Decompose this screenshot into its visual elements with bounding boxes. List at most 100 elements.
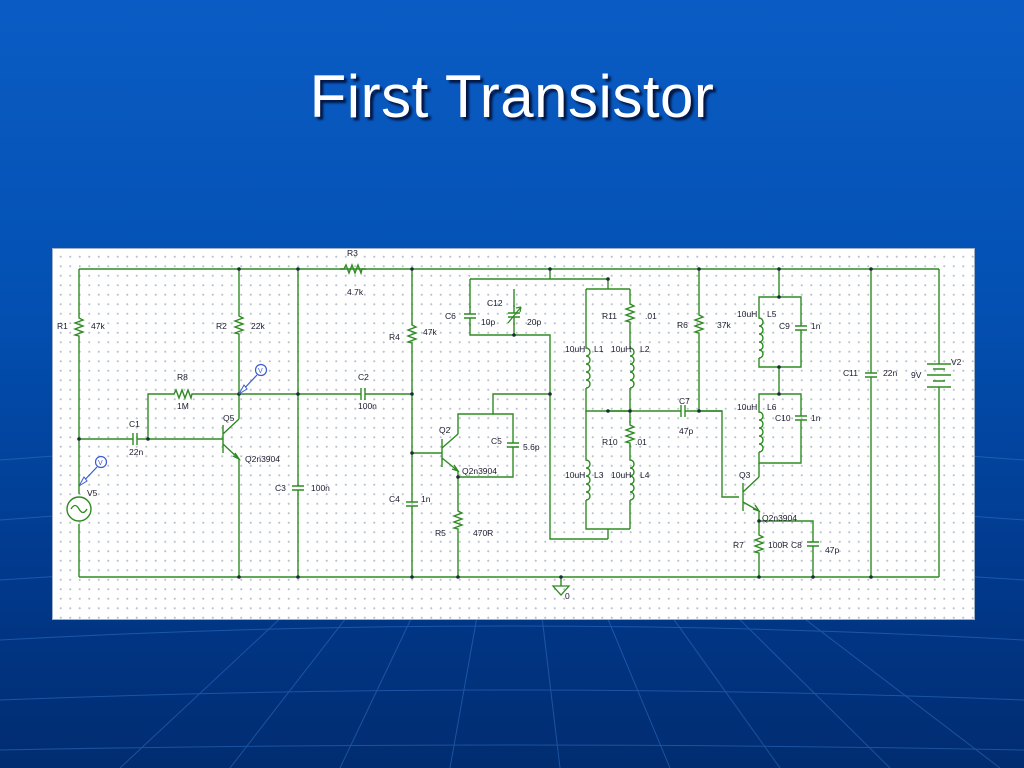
voltage-probe-collector: V bbox=[238, 363, 268, 395]
ground-symbol bbox=[551, 585, 571, 596]
label-l1: L1 bbox=[594, 344, 604, 354]
value-c5: 5.6p bbox=[523, 442, 540, 452]
label-q3: Q3 bbox=[739, 470, 751, 480]
probe-label: V bbox=[98, 460, 103, 467]
value-r6: 37k bbox=[717, 320, 731, 330]
probe-label: V bbox=[258, 368, 263, 375]
value-r4: 47k bbox=[423, 327, 437, 337]
resistor-r7 bbox=[754, 530, 764, 558]
value-l4: 10uH bbox=[611, 470, 631, 480]
label-r1: R1 bbox=[57, 321, 68, 331]
resistor-r3 bbox=[339, 264, 367, 274]
inductor-l1 bbox=[585, 343, 591, 389]
value-r11: .01 bbox=[645, 311, 657, 321]
value-c8: 47p bbox=[825, 545, 839, 555]
label-r6: R6 bbox=[677, 320, 688, 330]
voltage-probe-source: V bbox=[78, 455, 108, 487]
resistor-r1 bbox=[74, 313, 84, 341]
capacitor-c1 bbox=[124, 432, 146, 446]
ac-source-v5 bbox=[66, 496, 92, 522]
label-r5: R5 bbox=[435, 528, 446, 538]
label-l3: L3 bbox=[594, 470, 604, 480]
slide-title: First Transistor bbox=[309, 63, 715, 130]
capacitor-c9 bbox=[794, 317, 808, 339]
value-l1: 10uH bbox=[565, 344, 585, 354]
capacitor-c4 bbox=[405, 493, 419, 515]
battery-v2 bbox=[927, 363, 951, 388]
transistor-q2 bbox=[441, 433, 460, 473]
value-c9: 1n bbox=[811, 321, 821, 331]
transistor-q5 bbox=[222, 418, 242, 461]
label-ground: 0 bbox=[565, 591, 570, 601]
model-q2: Q2n3904 bbox=[462, 466, 497, 476]
value-c3: 100n bbox=[311, 483, 330, 493]
label-c7: C7 bbox=[679, 396, 690, 406]
wiring bbox=[78, 268, 940, 586]
capacitor-c7 bbox=[672, 404, 694, 418]
label-l4: L4 bbox=[640, 470, 650, 480]
inductor-l6 bbox=[758, 407, 764, 453]
label-c3: C3 bbox=[275, 483, 286, 493]
label-c8: C8 bbox=[791, 540, 802, 550]
value-r5: 470R bbox=[473, 528, 493, 538]
component-labels: R1 47k R2 22k R3 4.7k R4 47k R5 470R R6 … bbox=[57, 249, 962, 601]
label-l6: L6 bbox=[767, 402, 777, 412]
value-v2: 9V bbox=[911, 370, 922, 380]
label-v2: V2 bbox=[951, 357, 962, 367]
capacitor-c6 bbox=[463, 305, 477, 327]
value-c4: 1n bbox=[421, 494, 431, 504]
label-r3: R3 bbox=[347, 249, 358, 258]
label-c10: C10 bbox=[775, 413, 791, 423]
label-q5: Q5 bbox=[223, 413, 235, 423]
inductor-l5 bbox=[758, 313, 764, 359]
resistor-r5 bbox=[453, 506, 463, 534]
resistor-r6 bbox=[694, 310, 704, 338]
label-c4: C4 bbox=[389, 494, 400, 504]
label-v5: V5 bbox=[87, 488, 98, 498]
resistor-r10 bbox=[625, 420, 635, 448]
label-c1: C1 bbox=[129, 419, 140, 429]
capacitor-c11 bbox=[864, 364, 878, 386]
value-r10: .01 bbox=[635, 437, 647, 447]
variable-capacitor-c12 bbox=[507, 304, 522, 326]
inductor-l3 bbox=[585, 455, 591, 501]
label-c5: C5 bbox=[491, 436, 502, 446]
value-l2: 10uH bbox=[611, 344, 631, 354]
label-r10: R10 bbox=[602, 437, 618, 447]
value-r7: 100R bbox=[768, 540, 788, 550]
label-c11: C11 bbox=[843, 368, 858, 378]
resistor-r4 bbox=[407, 320, 417, 348]
value-l5: 10uH bbox=[737, 309, 757, 319]
value-r3: 4.7k bbox=[347, 287, 364, 297]
label-r11: R11 bbox=[602, 311, 617, 321]
label-r4: R4 bbox=[389, 332, 400, 342]
value-r2: 22k bbox=[251, 321, 265, 331]
value-c1: 22n bbox=[129, 447, 143, 457]
resistor-r2 bbox=[234, 311, 244, 339]
label-r2: R2 bbox=[216, 321, 227, 331]
capacitor-c5 bbox=[506, 434, 520, 456]
label-c6: C6 bbox=[445, 311, 456, 321]
label-r7: R7 bbox=[733, 540, 744, 550]
resistor-r8 bbox=[169, 389, 197, 399]
value-c7: 47p bbox=[679, 426, 693, 436]
value-c10: 1n bbox=[811, 413, 821, 423]
label-r8: R8 bbox=[177, 372, 188, 382]
resistor-r11 bbox=[625, 299, 635, 327]
model-q3: Q2n3904 bbox=[762, 513, 797, 523]
value-c2: 100n bbox=[358, 401, 377, 411]
label-l2: L2 bbox=[640, 344, 650, 354]
capacitor-c3 bbox=[291, 477, 305, 499]
label-c2: C2 bbox=[358, 372, 369, 382]
value-c12: 20p bbox=[527, 317, 541, 327]
transistor-q3 bbox=[742, 476, 761, 513]
model-q5: Q2n3904 bbox=[245, 454, 280, 464]
label-l5: L5 bbox=[767, 309, 777, 319]
label-q2: Q2 bbox=[439, 425, 451, 435]
capacitor-c8 bbox=[806, 533, 820, 555]
value-c11: 22n bbox=[883, 368, 897, 378]
capacitor-c10 bbox=[794, 407, 808, 429]
label-c9: C9 bbox=[779, 321, 790, 331]
label-c12: C12 bbox=[487, 298, 503, 308]
value-l6: 10uH bbox=[737, 402, 757, 412]
